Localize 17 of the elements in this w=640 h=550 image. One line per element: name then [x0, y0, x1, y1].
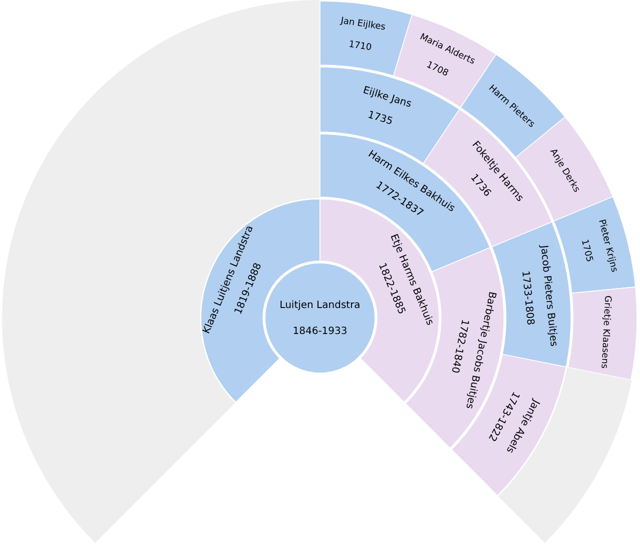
person-name: Pieter Krijns: [596, 218, 618, 274]
person-name: Grietje Klaasens: [598, 295, 611, 369]
life-dates: 1733-1808: [518, 270, 534, 326]
root-circle: [264, 262, 376, 374]
life-dates: 1708: [424, 61, 450, 80]
ancestor-sector: [320, 0, 413, 77]
life-dates: 1735: [366, 110, 394, 128]
life-dates: 1846-1933: [292, 327, 348, 337]
life-dates: 1782-1840: [448, 318, 469, 374]
ancestor-sector: [552, 196, 637, 294]
person-name: Eijlke Jans: [361, 86, 412, 110]
life-dates: 1705: [578, 239, 593, 264]
person-name: Luitjen Landstra: [280, 301, 360, 311]
person-name: Jacob Pieters Buitjes: [538, 244, 558, 347]
ancestor-sector: [567, 286, 638, 381]
person-name: Jan Eijlkes: [340, 17, 386, 33]
life-dates: 1710: [348, 40, 372, 54]
